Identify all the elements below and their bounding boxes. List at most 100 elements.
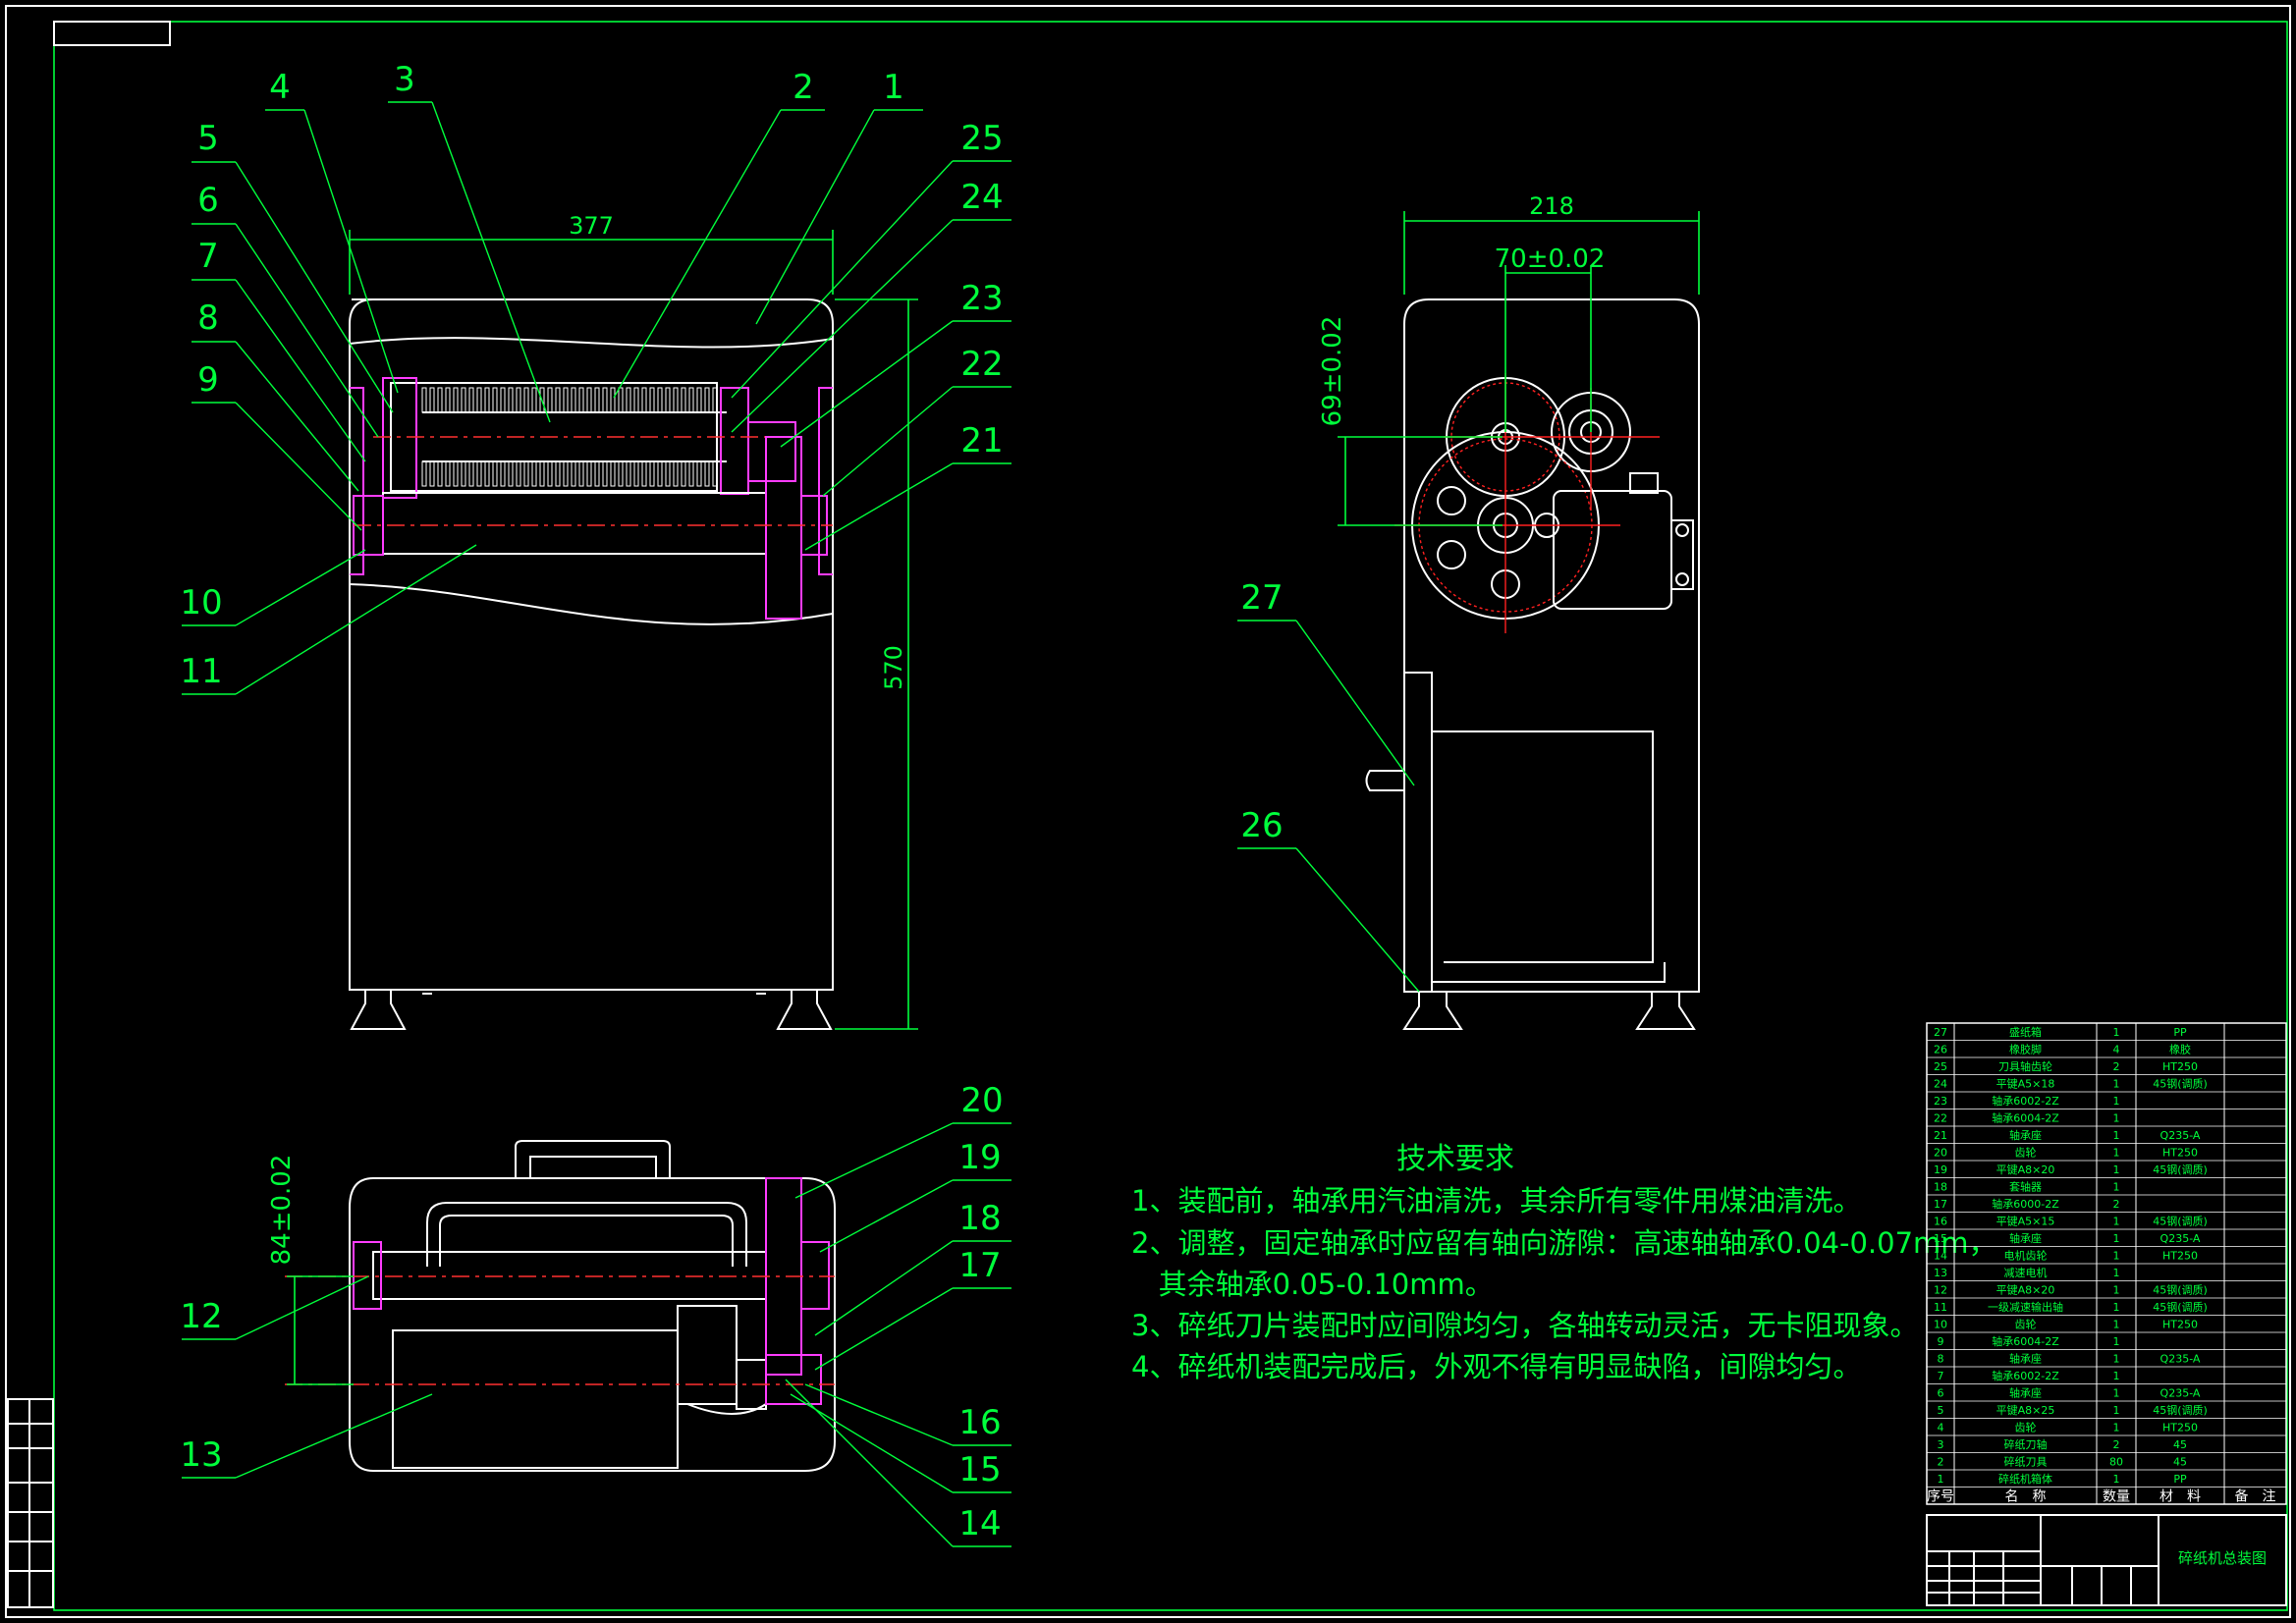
bom-cell: 1 (2113, 1353, 2120, 1366)
title-block: 碎纸机总装图 (1926, 1514, 2287, 1606)
technical-requirements: 技术要求 1、装配前，轴承用汽油清洗，其余所有零件用煤油清洗。 2、调整，固定轴… (1131, 1142, 1997, 1383)
leader-5: 5 (191, 119, 394, 413)
leader-27: 27 (1237, 578, 1415, 786)
bom-cell: 2 (2113, 1198, 2120, 1211)
bom-cell: Q235-A (2160, 1129, 2201, 1142)
bin-handle (1365, 770, 1404, 791)
bom-cell: 轴承座 (2009, 1352, 2042, 1366)
bom-cell: 25 (1934, 1060, 1947, 1073)
left-wall (350, 387, 364, 575)
bom-cell: 11 (1934, 1301, 1947, 1314)
bom-cell: 45钢(调质) (2153, 1163, 2208, 1176)
bom-cell: 一级减速输出轴 (1988, 1300, 2063, 1314)
leader-label-24: 24 (960, 178, 1003, 217)
bom-cell: 1 (2113, 1163, 2120, 1176)
bom-cell: HT250 (2162, 1250, 2198, 1263)
bom-cell: 45钢(调质) (2153, 1078, 2208, 1091)
bom-cell: 1 (2113, 1473, 2120, 1486)
bom-cell: 2 (2113, 1060, 2120, 1073)
top-gear-14 (765, 1354, 822, 1405)
bom-cell: 21 (1934, 1129, 1947, 1142)
leader-label-11: 11 (180, 652, 222, 691)
leader-label-4: 4 (269, 68, 291, 107)
leader-label-26: 26 (1240, 806, 1283, 845)
bom-cell: 平键A5×15 (1996, 1215, 2055, 1228)
bom-cell: 18 (1934, 1181, 1947, 1194)
dim-70: 70±0.02 (1495, 244, 1606, 274)
top-handle (515, 1140, 671, 1178)
bom-cell: 12 (1934, 1284, 1947, 1297)
bom-cell: 平键A5×18 (1996, 1077, 2055, 1091)
bom-cell: 橡胶 (2169, 1043, 2191, 1056)
dim-218: 218 (1529, 192, 1574, 220)
bom-cell: 轴承座 (2009, 1128, 2042, 1142)
bom-cell: Q235-A (2160, 1232, 2201, 1245)
bom-cell: 套轴器 (2009, 1180, 2042, 1194)
leader-label-10: 10 (180, 583, 222, 622)
front-housing (349, 298, 834, 991)
bom-cell: 1 (2113, 1181, 2120, 1194)
bom-cell: 45钢(调质) (2153, 1284, 2208, 1297)
bom-cell: 碎纸机箱体 (1998, 1472, 2052, 1486)
dim-377: 377 (569, 212, 614, 240)
lower-shaft (382, 492, 767, 555)
right-wall (818, 387, 833, 575)
requirement-4: 4、碎纸机装配完成后，外观不得有明显缺陷，间隙均匀。 (1131, 1350, 1861, 1383)
bom-cell: 1 (2113, 1335, 2120, 1348)
leader-10: 10 (180, 549, 366, 626)
bom-cell: PP (2173, 1473, 2187, 1486)
leader-23: 23 (780, 279, 1011, 448)
bom-cell: HT250 (2162, 1319, 2198, 1331)
leader-label-18: 18 (958, 1199, 1001, 1238)
bom-cell: HT250 (2162, 1147, 2198, 1160)
side-view: 218 70±0.02 69±0.02 (1318, 192, 1700, 1030)
top-view: 84±0.02 (267, 1140, 836, 1472)
bom-header-cell: 数量 (2103, 1489, 2130, 1505)
leader-4: 4 (265, 68, 399, 394)
side-foot-left (1402, 992, 1463, 1030)
bom-cell: 45钢(调质) (2153, 1404, 2208, 1417)
bom-cell: 1 (1938, 1473, 1944, 1486)
bom-cell: 电机齿轮 (2004, 1249, 2048, 1263)
bom-cell: 16 (1934, 1216, 1947, 1228)
bom-cell: 轴承6002-2Z (1992, 1369, 2059, 1382)
bom-cell: 1 (2113, 1319, 2120, 1331)
bom-cell: 4 (2113, 1044, 2120, 1056)
drawing-title: 碎纸机总装图 (2178, 1549, 2267, 1567)
bom-cell: Q235-A (2160, 1387, 2201, 1400)
leader-label-21: 21 (960, 421, 1003, 460)
leader-label-14: 14 (958, 1504, 1001, 1543)
leader-label-12: 12 (180, 1297, 222, 1336)
bom-cell: 15 (1934, 1232, 1947, 1245)
side-housing (1403, 298, 1700, 993)
bom-cell: 17 (1934, 1198, 1947, 1211)
bom-cell: 4 (1938, 1422, 1944, 1434)
leader-1: 1 (755, 68, 923, 325)
bom-cell: 2 (2113, 1438, 2120, 1451)
bom-cell: 9 (1938, 1335, 1944, 1348)
leader-16: 16 (804, 1383, 1011, 1446)
leader-label-1: 1 (883, 68, 904, 107)
bom-cell: 2 (1938, 1456, 1944, 1469)
leader-label-23: 23 (960, 279, 1003, 318)
bom-cell: 1 (2113, 1232, 2120, 1245)
bom-cell: 减速电机 (2004, 1266, 2048, 1279)
break-line-top (349, 337, 834, 349)
leader-label-22: 22 (960, 345, 1003, 384)
foot-right (776, 990, 833, 1030)
bom-cell: 1 (2113, 1112, 2120, 1125)
foot-left (350, 990, 407, 1030)
